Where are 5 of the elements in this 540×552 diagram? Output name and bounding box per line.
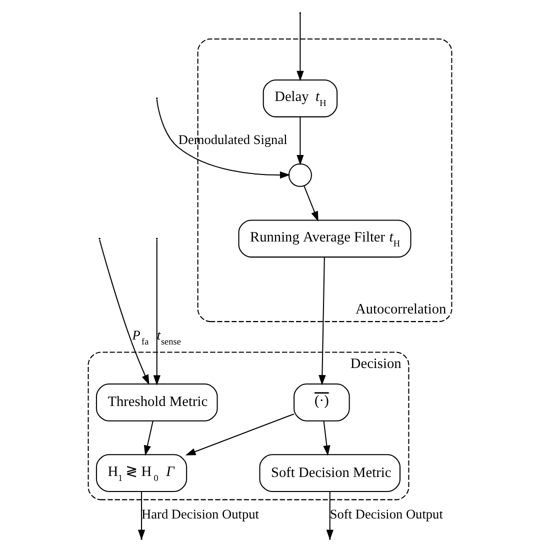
edge-label: Hard Decision Output xyxy=(142,506,259,522)
edge-label: Soft Decision Output xyxy=(330,506,443,522)
edge-label: Demodulated Signal xyxy=(178,132,288,147)
edge-label: P$_{fa}$ xyxy=(132,327,149,346)
edge-label: t$_{sense}$ xyxy=(156,327,181,346)
